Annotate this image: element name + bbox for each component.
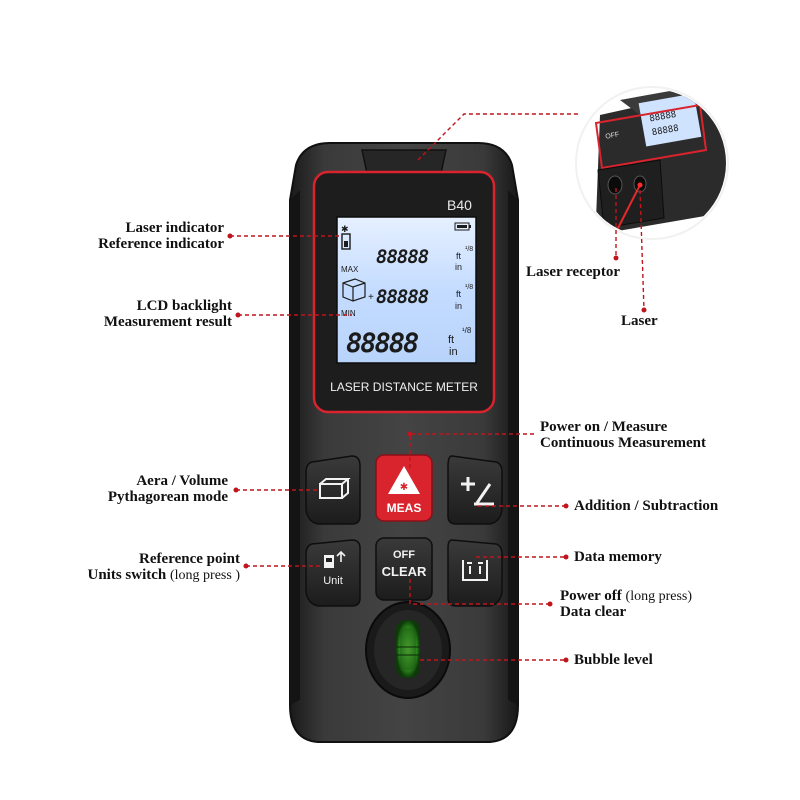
lcd-row1-in: in [455, 262, 462, 272]
clear-label: CLEAR [382, 564, 427, 579]
lcd-row2-fraction: ¹/8 [465, 284, 473, 291]
label-lcd-backlight: LCD backlight [136, 298, 232, 314]
callout-dots [227, 233, 647, 663]
lcd-plus-sign: + [368, 292, 374, 303]
svg-text:✱: ✱ [341, 225, 349, 235]
lcd-row3-fraction: ¹/8 [462, 326, 472, 335]
unit-label: Unit [323, 575, 343, 587]
unit-button[interactable]: Unit [305, 539, 361, 607]
svg-text:✱: ✱ [400, 482, 408, 493]
model-label: B40 [447, 197, 472, 213]
label-units-switch: Units switch (long press ) [40, 567, 240, 584]
lcd-row1-fraction: ¹/8 [465, 246, 473, 253]
memory-icon [462, 560, 488, 581]
laser-warning-icon [388, 466, 420, 494]
lcd-min-label: MIN [341, 309, 356, 318]
lcd-row3-digits: 88888 [346, 328, 418, 359]
label-data-memory: Data memory [574, 549, 662, 565]
callout-lines [230, 113, 645, 661]
inset-side-label: OFF [605, 131, 620, 140]
area-volume-button[interactable] [305, 455, 361, 525]
units-switch-text: Units switch [87, 567, 167, 583]
label-laser-indicator: Laser indicator [125, 220, 224, 236]
label-reference-indicator: Reference indicator [98, 236, 224, 252]
label-aera-volume: Aera / Volume [136, 473, 228, 489]
plus-minus-icon [461, 477, 494, 506]
plus-minus-button[interactable] [447, 455, 503, 525]
memory-button[interactable] [447, 539, 503, 607]
bubble-level [365, 601, 451, 699]
lcd-row3-in: in [449, 346, 458, 358]
svg-text:88888: 88888 [651, 124, 679, 139]
lcd-row1-ft: ft [456, 251, 462, 261]
lcd-screen: ✱ MAX MIN 88888 ft in ¹/8 + 88888 ft in … [336, 216, 477, 364]
meas-label: MEAS [387, 501, 422, 515]
panel-title: LASER DISTANCE METER [330, 380, 478, 394]
lcd-row2-in: in [455, 301, 462, 311]
label-data-clear: Data clear [560, 604, 627, 620]
lcd-row1-digits: 88888 [376, 246, 429, 268]
off-clear-button[interactable]: OFF CLEAR [375, 537, 433, 601]
units-switch-note: (long press ) [170, 568, 240, 583]
label-bubble-level: Bubble level [574, 652, 653, 668]
power-off-text: Power off [560, 588, 622, 604]
area-volume-icon [319, 478, 351, 499]
lcd-row2-ft: ft [456, 289, 462, 299]
label-addition-subtraction: Addition / Subtraction [574, 498, 719, 514]
cube-mode-icon [342, 278, 366, 302]
lcd-max-label: MAX [341, 265, 359, 274]
label-continuous-measurement: Continuous Measurement [540, 435, 706, 451]
off-label: OFF [393, 549, 415, 561]
laser-receptor-lens [607, 175, 623, 195]
label-pythagorean-mode: Pythagorean mode [107, 489, 228, 505]
label-power-measure: Power on / Measure [540, 419, 668, 435]
label-measurement-result: Measurement result [103, 314, 232, 330]
battery-icon [454, 222, 471, 231]
lcd-row3-ft: ft [448, 334, 454, 346]
keypad: ✱ MEAS Unit OFF CLEAR [305, 454, 503, 699]
reference-point-icon [324, 550, 346, 568]
label-power-off: Power off (long press) [560, 588, 692, 605]
power-off-note: (long press) [625, 589, 693, 604]
label-laser: Laser [621, 313, 658, 329]
inset-circle: 88888 88888 OFF [575, 86, 729, 240]
lcd-row2-digits: 88888 [376, 286, 429, 308]
label-reference-point: Reference point [139, 551, 240, 567]
laser-indicator-icon: ✱ [341, 225, 351, 250]
meas-button[interactable]: ✱ MEAS [375, 454, 433, 522]
laser-lens [633, 175, 647, 193]
label-laser-receptor: Laser receptor [526, 264, 620, 280]
